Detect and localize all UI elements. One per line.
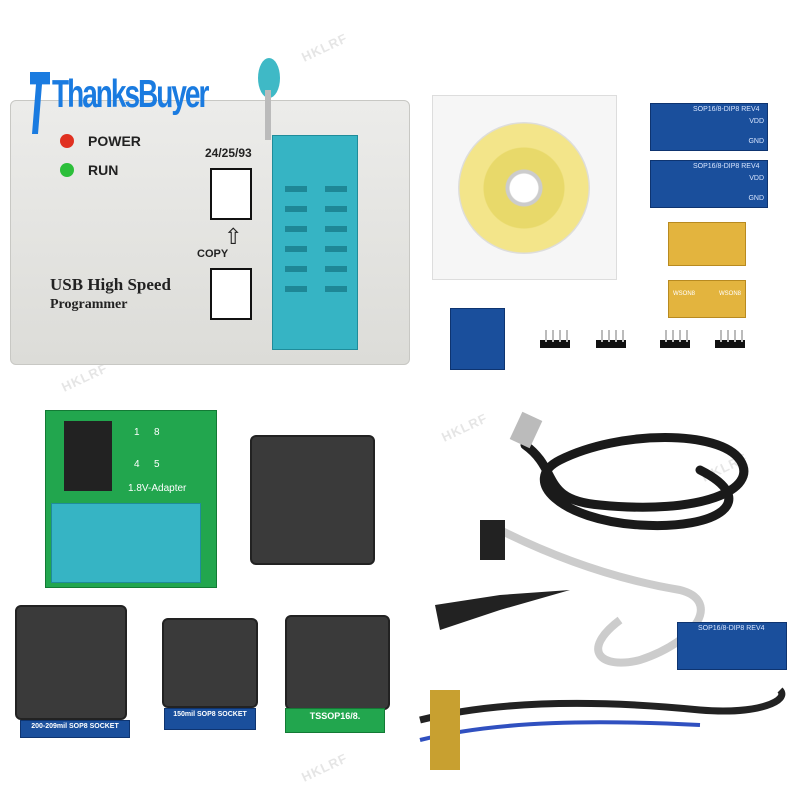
sop16-adapter: [450, 308, 505, 370]
zif-lever-knob: [258, 58, 280, 98]
pin-header: [715, 330, 745, 348]
zif-socket: [272, 135, 358, 350]
socket-label: 150mil SOP8 SOCKET: [164, 708, 256, 730]
socket-label: TSSOP16/8.: [285, 708, 385, 733]
tssop-socket: [285, 615, 390, 710]
sop8-socket-200mil: [15, 605, 127, 720]
copy-label: COPY: [197, 248, 229, 260]
pin-header: [596, 330, 626, 348]
sop8-socket-150mil: [162, 618, 258, 708]
adapter-label: 1.8V-Adapter: [128, 483, 187, 494]
ribbon-connector: [480, 520, 505, 560]
power-led: [60, 134, 74, 148]
sop-socket: [250, 435, 375, 565]
ribbon-cable: [498, 526, 705, 667]
brand-logo: ThanksBuyer: [52, 72, 209, 116]
usb-cable: [520, 433, 749, 531]
lcd-connector: [430, 690, 460, 770]
socket-label: 200-209mil SOP8 SOCKET: [20, 720, 130, 738]
programmer-title: USB High Speed: [50, 275, 171, 294]
software-cd: [458, 122, 590, 254]
zif-lever: [265, 90, 271, 140]
chip-type-label: 24/25/93: [205, 146, 252, 160]
run-led: [60, 163, 74, 177]
adapter-zif-socket: [51, 503, 201, 583]
chip-icon: [210, 268, 252, 320]
arrow-up-icon: ⇧: [224, 224, 243, 249]
pin-header: [660, 330, 690, 348]
adapter-chip: [64, 421, 112, 491]
wson-adapter: [668, 222, 746, 266]
1-8v-adapter: 1 8 4 5 1.8V-Adapter: [45, 410, 217, 588]
soic-test-clip: [435, 590, 570, 630]
chip-icon: [210, 168, 252, 220]
programmer-subtitle: Programmer: [50, 297, 128, 312]
lcd-cable: [419, 687, 786, 724]
power-label: POWER: [88, 133, 141, 149]
sop-dip-adapter: SOP16/8-DIP8 REV4: [677, 622, 787, 670]
usb-plug: [509, 411, 543, 449]
pin-header: [540, 330, 570, 348]
run-label: RUN: [88, 162, 119, 178]
